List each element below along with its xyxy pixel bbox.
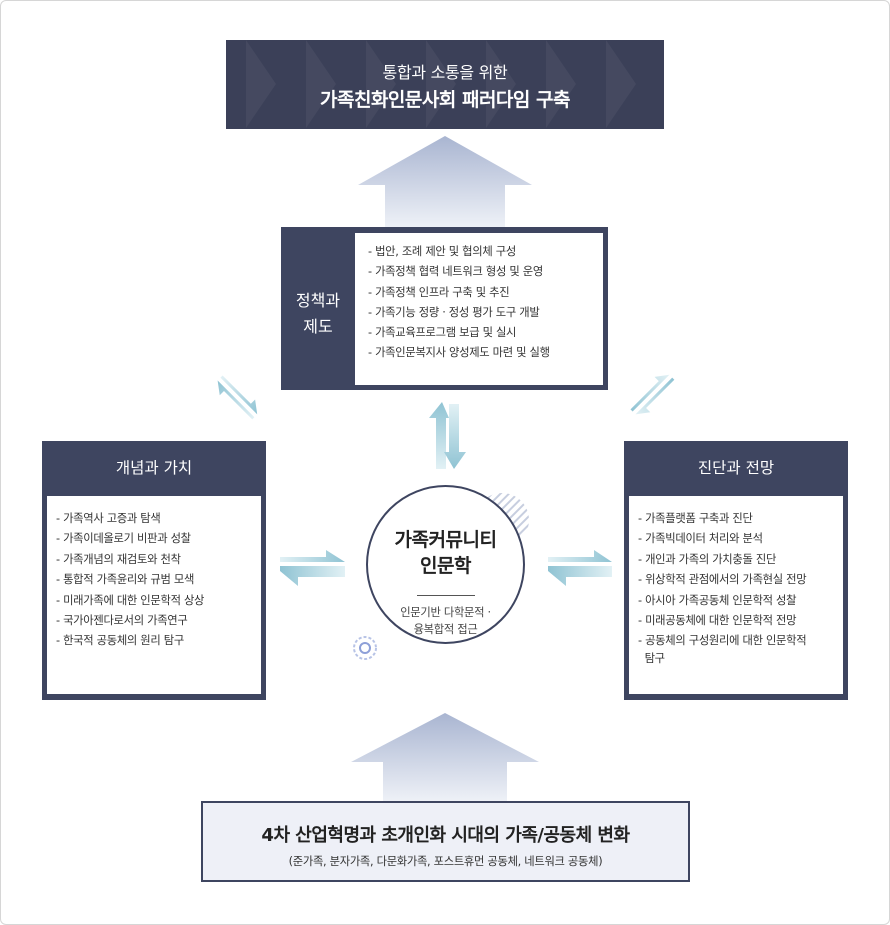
center-divider (417, 595, 475, 596)
vertical-exchange-arrow (429, 402, 466, 469)
list-item: - 가족개념의 재검토와 천착 (56, 552, 181, 566)
up-arrow-bottom (351, 713, 539, 801)
ring-deco-inner (359, 642, 371, 654)
policy-items-list: - 법안, 조례 제안 및 협의체 구성 - 가족정책 협력 네트워크 형성 및… (368, 242, 550, 364)
bottom-banner-line2: (준가족, 분자가족, 다문화가족, 포스트휴먼 공동체, 네트워크 공동체) (288, 855, 603, 868)
bottom-context-banner: 4차 산업혁명과 초개인화 시대의 가족/공동체 변화 (준가족, 분자가족, … (201, 801, 690, 882)
policy-box: 정책과 제도 - 법안, 조례 제안 및 협의체 구성 - 가족정책 협력 네트… (281, 227, 608, 390)
diagonal-arrow-left (217, 375, 258, 420)
list-item: - 가족기능 정량 · 정성 평가 도구 개발 (368, 305, 540, 319)
center-hub-circle: 가족커뮤니티 인문학 인문기반 다학문적 · 융복합적 접근 (366, 485, 525, 644)
diagnosis-box: 진단과 전망 - 가족플랫폼 구축과 진단 - 가족빅데이터 처리와 분석 - … (624, 441, 848, 700)
concept-items-panel: - 가족역사 고증과 탐색 - 가족이데올로기 비판과 성찰 - 가족개념의 재… (47, 496, 261, 694)
center-subtitle: 인문기반 다학문적 · 융복합적 접근 (400, 606, 491, 636)
left-exchange-arrow (280, 550, 345, 586)
policy-items-panel: - 법안, 조례 제안 및 협의체 구성 - 가족정책 협력 네트워크 형성 및… (355, 233, 603, 385)
up-arrow-top (358, 136, 532, 227)
list-item: - 가족빅데이터 처리와 분석 (638, 532, 763, 546)
diagnosis-title: 진단과 전망 (697, 459, 775, 477)
list-item: - 가족플랫폼 구축과 진단 (638, 512, 753, 525)
list-item: - 국가아젠다로서의 가족연구 (56, 614, 188, 628)
list-item: - 가족인문복지사 양성제도 마련 및 실행 (368, 346, 550, 360)
center-title: 가족커뮤니티 인문학 (394, 529, 497, 577)
concept-box: 개념과 가치 - 가족역사 고증과 탐색 - 가족이데올로기 비판과 성찰 - … (42, 441, 266, 700)
concept-title: 개념과 가치 (115, 459, 193, 477)
list-item: - 미래가족에 대한 인문학적 상상 (56, 593, 205, 607)
diagonal-arrow-right (630, 374, 675, 415)
top-banner-line2: 가족친화인문사회 패러다임 구축 (320, 89, 570, 111)
list-item: - 공동체의 구성원리에 대한 인문학적 (638, 634, 807, 648)
list-item: - 아시아 가족공동체 인문학적 성찰 (638, 593, 797, 607)
list-item: - 가족이데올로기 비판과 성찰 (56, 532, 191, 546)
policy-title: 정책과 제도 (295, 291, 341, 336)
diagnosis-items-panel: - 가족플랫폼 구축과 진단 - 가족빅데이터 처리와 분석 - 개인과 가족의… (629, 496, 843, 694)
list-item: - 법안, 조례 제안 및 협의체 구성 (368, 245, 516, 258)
right-exchange-arrow (548, 550, 612, 586)
list-item: 탐구 (638, 651, 666, 665)
diagnosis-items-list: - 가족플랫폼 구축과 진단 - 가족빅데이터 처리와 분석 - 개인과 가족의… (638, 509, 807, 665)
list-item: - 가족교육프로그램 보급 및 실시 (368, 326, 517, 340)
top-banner-line1: 통합과 소통을 위한 (382, 63, 508, 82)
top-goal-banner: 통합과 소통을 위한 가족친화인문사회 패러다임 구축 (226, 40, 664, 129)
list-item: - 가족역사 고증과 탐색 (56, 512, 161, 525)
bottom-banner-line1: 4차 산업혁명과 초개인화 시대의 가족/공동체 변화 (261, 825, 630, 846)
list-item: - 통합적 가족윤리와 규범 모색 (56, 573, 195, 587)
list-item: - 위상학적 관점에서의 가족현실 전망 (638, 573, 807, 587)
list-item: - 미래공동체에 대한 인문학적 전망 (638, 614, 797, 628)
list-item: - 가족정책 협력 네트워크 형성 및 운영 (368, 265, 543, 279)
list-item: - 가족정책 인프라 구축 및 추진 (368, 285, 510, 299)
list-item: - 한국적 공동체의 원리 탐구 (56, 634, 184, 648)
list-item: - 개인과 가족의 가치충돌 진단 (638, 552, 777, 566)
concept-items-list: - 가족역사 고증과 탐색 - 가족이데올로기 비판과 성찰 - 가족개념의 재… (56, 509, 204, 652)
ring-deco-outer (353, 636, 377, 660)
